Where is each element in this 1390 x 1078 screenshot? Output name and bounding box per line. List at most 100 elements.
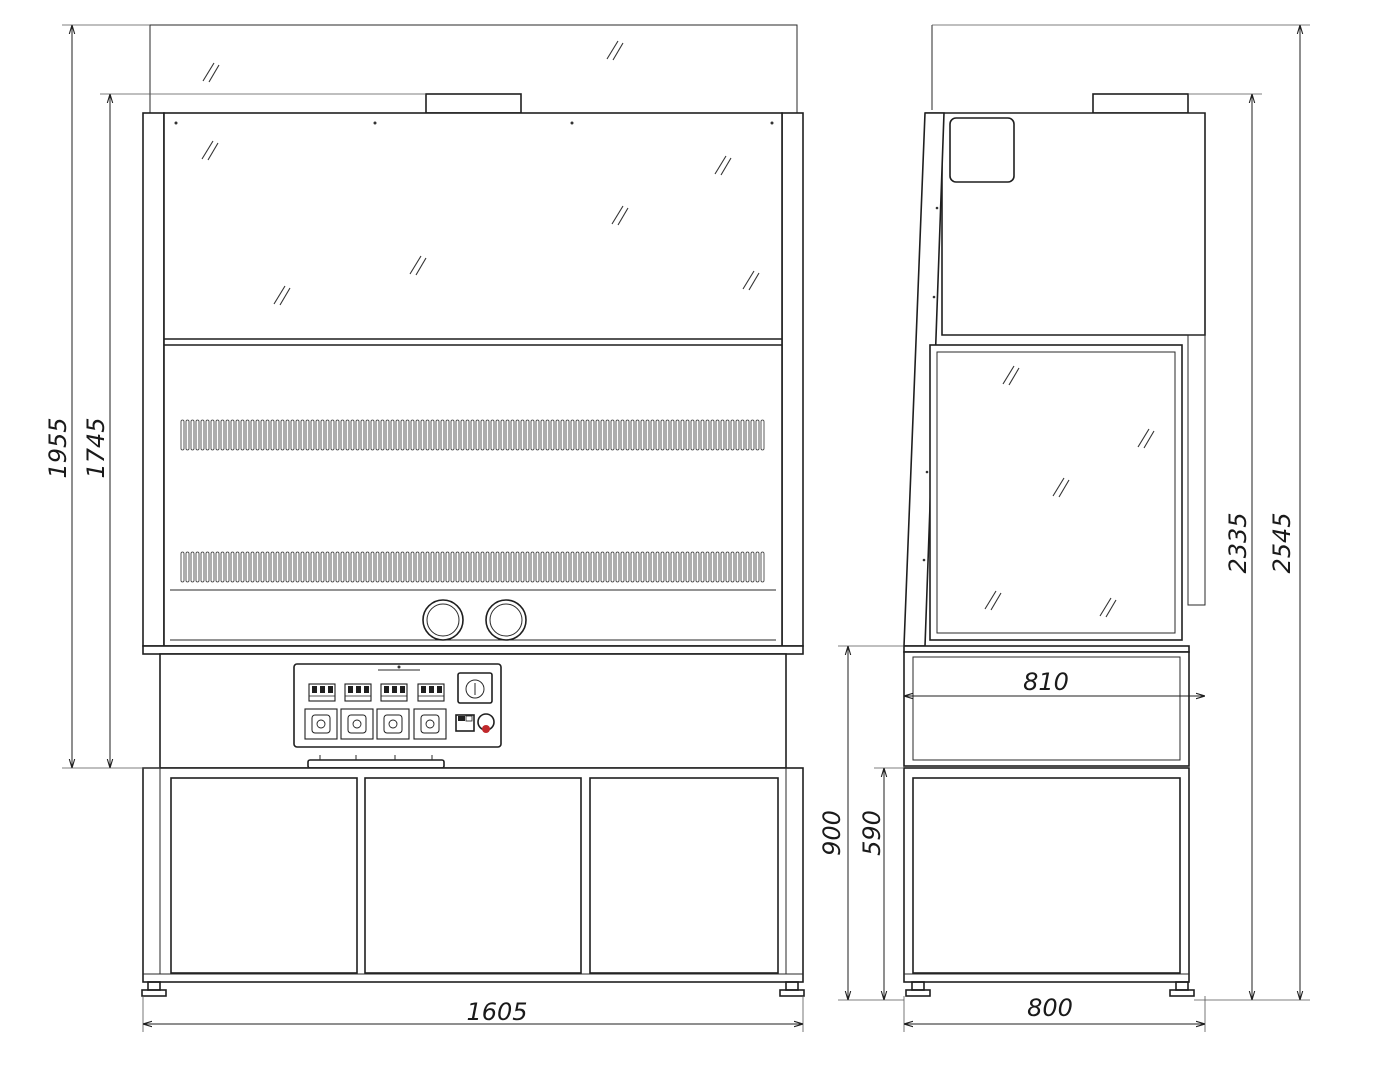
vent-slot: [235, 551, 240, 583]
vent-slot: [690, 551, 695, 583]
front-worktop: [142, 645, 804, 655]
vent-slot: [195, 419, 200, 451]
vent-slot: [565, 551, 570, 583]
vent-slot: [760, 419, 765, 451]
vent-slot: [400, 419, 405, 451]
vent-slot: [680, 551, 685, 583]
vent-slot: [535, 419, 540, 451]
power-socket-icon: [304, 708, 338, 740]
vent-slot: [555, 551, 560, 583]
vent-slot: [320, 551, 325, 583]
vent-slot: [230, 551, 235, 583]
vent-slot: [575, 419, 580, 451]
vent-slot: [415, 551, 420, 583]
vent-slot: [365, 551, 370, 583]
front-exhaust-collar: [425, 93, 522, 114]
vent-slot: [330, 419, 335, 451]
vent-slot: [630, 551, 635, 583]
vent-slot: [460, 551, 465, 583]
vent-slot: [330, 551, 335, 583]
vent-slot: [630, 419, 635, 451]
vent-slot: [610, 551, 615, 583]
vent-slot: [530, 419, 535, 451]
vent-slot: [265, 551, 270, 583]
vent-slot: [285, 551, 290, 583]
vent-slot: [475, 551, 480, 583]
vent-slot: [205, 551, 210, 583]
vent-slot: [315, 419, 320, 451]
vent-slot: [195, 551, 200, 583]
vent-slot: [350, 419, 355, 451]
vent-slot: [405, 419, 410, 451]
dim-side-height-top: 2335: [1224, 512, 1252, 573]
vent-slot: [490, 419, 495, 451]
vent-slot: [335, 551, 340, 583]
vent-slot: [615, 551, 620, 583]
vent-slot: [225, 551, 230, 583]
front-view: [141, 24, 805, 997]
vent-slot: [510, 551, 515, 583]
vent-slot: [355, 551, 360, 583]
vent-slot: [490, 551, 495, 583]
vent-slot: [485, 419, 490, 451]
vent-slot: [280, 551, 285, 583]
vent-slot: [585, 551, 590, 583]
vent-slot: [525, 551, 530, 583]
vent-slot: [305, 551, 310, 583]
vent-slot: [560, 419, 565, 451]
vent-slot: [450, 551, 455, 583]
vent-slot: [735, 551, 740, 583]
vent-slot: [410, 551, 415, 583]
vent-slot: [665, 551, 670, 583]
vent-slot: [300, 551, 305, 583]
vent-slot: [340, 551, 345, 583]
vent-slot: [715, 419, 720, 451]
vent-slot: [250, 419, 255, 451]
vent-slot: [705, 419, 710, 451]
vent-slot: [750, 419, 755, 451]
front-door-left: [170, 777, 358, 974]
side-base-cabinet: [903, 767, 1190, 983]
vent-slot: [185, 551, 190, 583]
vent-slot: [210, 551, 215, 583]
vent-slot: [710, 419, 715, 451]
vent-slot: [345, 551, 350, 583]
vent-slot: [185, 419, 190, 451]
vent-slot: [400, 551, 405, 583]
vent-slot: [495, 551, 500, 583]
vent-slot: [260, 419, 265, 451]
dimension-lines: [62, 24, 1310, 1032]
vent-slot: [455, 419, 460, 451]
vent-slot: [350, 551, 355, 583]
vent-slot: [300, 419, 305, 451]
vent-slot: [735, 419, 740, 451]
vent-slot: [695, 419, 700, 451]
vent-slot: [235, 419, 240, 451]
vent-slot: [535, 551, 540, 583]
side-control-band: [903, 651, 1190, 767]
vent-slot: [750, 551, 755, 583]
vent-slot: [595, 419, 600, 451]
vent-slot: [620, 419, 625, 451]
vent-slot: [555, 419, 560, 451]
vent-slot: [625, 419, 630, 451]
side-glass-panel: [929, 344, 1183, 641]
side-exhaust-collar: [1092, 93, 1189, 114]
vent-slot: [295, 551, 300, 583]
vent-slot: [570, 419, 575, 451]
circuit-breaker-icon: [417, 683, 445, 702]
vent-slot: [605, 551, 610, 583]
vent-slot: [180, 419, 185, 451]
vent-slot: [360, 551, 365, 583]
vent-slot: [270, 419, 275, 451]
vent-slot: [705, 551, 710, 583]
vent-slot: [440, 419, 445, 451]
vent-slot: [245, 419, 250, 451]
vent-slot: [410, 419, 415, 451]
vent-slot: [390, 551, 395, 583]
vent-slot: [520, 419, 525, 451]
vent-slot: [695, 551, 700, 583]
vent-slot: [415, 419, 420, 451]
vent-slot: [635, 551, 640, 583]
